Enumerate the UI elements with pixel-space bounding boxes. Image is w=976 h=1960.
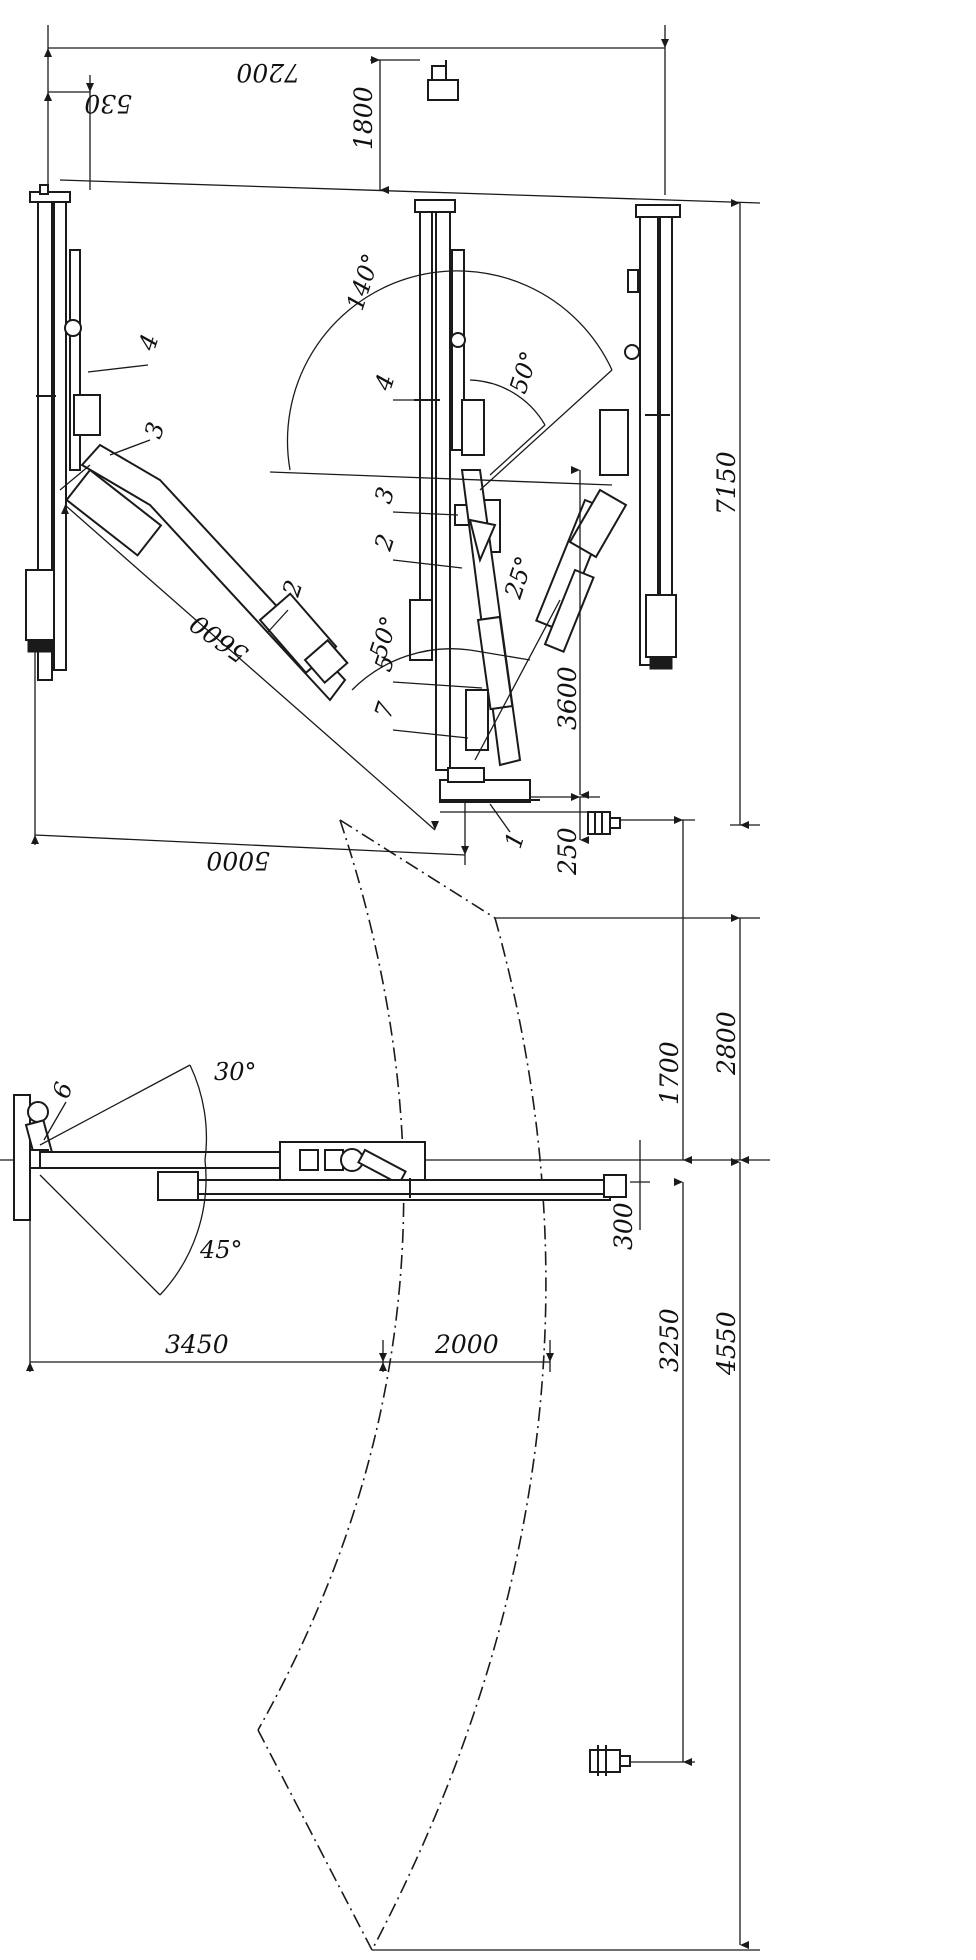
arrowhead xyxy=(431,821,439,830)
angle-label-45: 45° xyxy=(199,1236,243,1264)
dim-label-1700: 1700 xyxy=(655,1041,684,1105)
arrowhead xyxy=(731,914,740,922)
arrowhead xyxy=(31,835,39,844)
arrowhead xyxy=(380,186,389,194)
boom-left xyxy=(65,443,349,702)
upper-anchor-icon xyxy=(587,811,621,835)
arm-lower xyxy=(157,1171,627,1201)
dimension-7200: 7200 xyxy=(47,25,666,195)
dim-label-5000: 5000 xyxy=(206,846,270,875)
dimension-4550: 4550 xyxy=(372,1162,760,1951)
bottom-view: 6 30° 45° xyxy=(0,811,770,1951)
arrowhead xyxy=(371,56,380,64)
arrowhead xyxy=(674,816,683,824)
angle-label-140: 140° xyxy=(341,250,385,314)
arrowhead xyxy=(731,199,740,207)
dim-label-250: 250 xyxy=(553,827,582,876)
arrowhead xyxy=(580,791,589,799)
label-jack: 7 xyxy=(369,698,401,722)
base-platform xyxy=(439,767,540,803)
dimension-7150: 7150 xyxy=(712,203,760,826)
ceiling-anchor-icon xyxy=(427,60,459,101)
top-view: 7200 1800 530 7150 xyxy=(25,25,761,876)
boom-center xyxy=(460,469,522,767)
dimension-5000: 5000 xyxy=(34,640,466,875)
lower-anchor-icon xyxy=(589,1745,631,1776)
arrowhead xyxy=(379,1362,387,1371)
boom-right xyxy=(534,488,628,653)
arrowhead xyxy=(61,505,69,514)
arrowhead xyxy=(580,836,589,844)
dimension-3600: 3600 250 xyxy=(440,470,600,876)
arrowhead xyxy=(740,1156,749,1164)
arrowhead xyxy=(571,466,580,474)
dimension-arrows xyxy=(26,39,749,1949)
dim-label-1800: 1800 xyxy=(349,86,378,150)
angle-label-30: 30° xyxy=(214,1058,257,1086)
swing-sector xyxy=(257,819,547,1951)
angle-label-50-right: 50° xyxy=(504,348,544,397)
arrowhead xyxy=(461,846,469,855)
pivot-mount: 6 xyxy=(13,1079,78,1221)
mast-right xyxy=(599,204,681,670)
dim-label-5600: 5600 xyxy=(185,609,254,669)
mast-left xyxy=(25,184,101,681)
label-base: 1 xyxy=(499,829,530,852)
arrowhead xyxy=(379,1353,387,1362)
dim-label-3600: 3600 xyxy=(553,666,582,730)
angle-label-25: 25° xyxy=(499,553,539,603)
dim-label-7200: 7200 xyxy=(236,58,300,87)
dim-label-2800: 2800 xyxy=(712,1011,741,1076)
label-mast-left: 4 xyxy=(133,331,165,355)
dimension-530: 530 xyxy=(48,75,132,190)
dimension-3450: 3450 2000 xyxy=(29,1180,551,1372)
arrowhead xyxy=(683,1758,692,1766)
angle-30: 30° xyxy=(39,1058,257,1161)
arm-upper xyxy=(39,1141,426,1186)
roof-line xyxy=(59,179,761,204)
angle-45: 45° xyxy=(39,1159,243,1296)
dim-label-3250: 3250 xyxy=(655,1308,684,1372)
arrowhead xyxy=(86,83,94,92)
label-pivot: 6 xyxy=(47,1079,78,1102)
arrowhead xyxy=(44,92,52,101)
label-cylinder-left: 3 xyxy=(139,419,170,442)
label-mast-center: 4 xyxy=(369,371,401,395)
arrowhead xyxy=(26,1362,34,1371)
dim-label-300: 300 xyxy=(609,1202,638,1250)
label-boom-left: 2 xyxy=(277,577,309,601)
arrowhead xyxy=(546,1353,554,1362)
dim-label-7150: 7150 xyxy=(712,451,741,515)
arrowhead xyxy=(674,1178,683,1186)
dim-label-530: 530 xyxy=(84,89,132,118)
arrowhead xyxy=(740,821,749,829)
arrowhead xyxy=(731,1158,740,1166)
dimension-1800: 1800 xyxy=(349,59,459,190)
arrowhead xyxy=(683,1156,692,1164)
label-cylinder-center: 3 xyxy=(369,484,400,507)
dimension-3250: 3250 xyxy=(589,1182,695,1776)
dim-label-2000: 2000 xyxy=(434,1330,499,1359)
arrowhead xyxy=(661,39,669,48)
mast-center xyxy=(409,199,501,771)
dim-label-4550: 4550 xyxy=(712,1311,741,1376)
label-boom-center: 2 xyxy=(369,531,401,555)
dimension-1700: 1700 xyxy=(587,811,695,1160)
dimension-2800: 2800 xyxy=(495,917,760,1160)
dimension-300: 300 xyxy=(609,1140,650,1250)
arrowhead xyxy=(44,48,52,57)
arrowhead xyxy=(571,793,580,801)
arrowhead xyxy=(740,1941,749,1949)
dim-label-3450: 3450 xyxy=(165,1330,229,1359)
angle-label-50-left: 50° xyxy=(364,613,404,662)
